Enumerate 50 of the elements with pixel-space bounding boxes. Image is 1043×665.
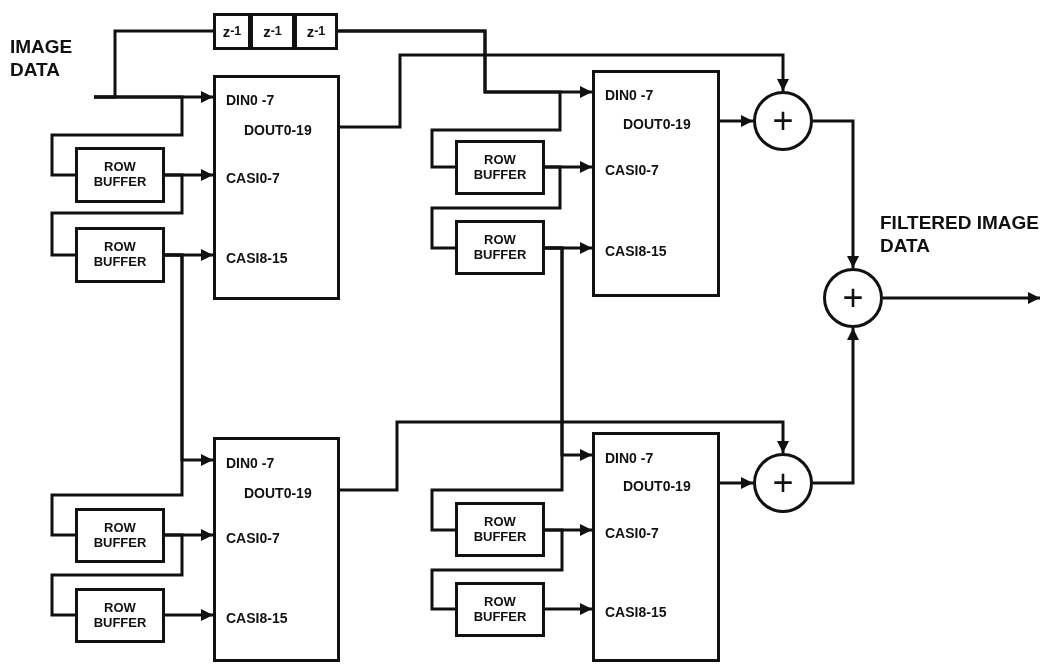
signal-label: FILTERED IMAGE DATA <box>880 212 1040 258</box>
arrow <box>813 328 859 485</box>
pin-label: CASI0-7 <box>226 530 280 546</box>
pin-label: DIN0 -7 <box>226 455 275 471</box>
adder-circle: + <box>823 268 883 328</box>
row-buffer-box: ROW BUFFER <box>75 508 165 563</box>
pin-label: CASI0-7 <box>605 162 659 178</box>
row-buffer-box: ROW BUFFER <box>455 140 545 195</box>
signal-label: IMAGE DATA <box>10 36 74 82</box>
filter-chip-block <box>592 70 720 297</box>
pin-label: CASI0-7 <box>605 525 659 541</box>
arrow <box>545 603 592 615</box>
row-buffer-box: ROW BUFFER <box>75 227 165 283</box>
filter-chip-block <box>592 432 720 662</box>
pin-label: DIN0 -7 <box>605 87 654 103</box>
row-buffer-box: ROW BUFFER <box>455 582 545 637</box>
pin-label: CASI0-7 <box>226 170 280 186</box>
pin-label: DIN0 -7 <box>605 450 654 466</box>
connector-line <box>50 533 184 617</box>
filter-chip-block <box>213 75 340 300</box>
connector-line <box>430 165 562 250</box>
row-buffer-box: ROW BUFFER <box>455 220 545 275</box>
adder-circle: + <box>753 91 813 151</box>
pin-label: DOUT0-19 <box>623 478 691 494</box>
row-buffer-box: ROW BUFFER <box>455 502 545 557</box>
connector-line <box>338 29 562 169</box>
filter-chip-block <box>213 437 340 662</box>
connector-line <box>50 173 184 257</box>
pin-label: DIN0 -7 <box>226 92 275 108</box>
arrow <box>165 609 213 621</box>
connector-line <box>430 528 564 611</box>
arrow <box>883 292 1040 304</box>
connector-line <box>50 95 184 177</box>
adder-circle: + <box>753 453 813 513</box>
arrow <box>813 119 859 268</box>
connector-line <box>430 246 564 532</box>
connector-line <box>50 253 184 537</box>
arrow <box>720 115 753 127</box>
pin-label: CASI8-15 <box>226 610 288 626</box>
row-buffer-box: ROW BUFFER <box>75 147 165 203</box>
pin-label: DOUT0-19 <box>244 122 312 138</box>
row-buffer-box: ROW BUFFER <box>75 588 165 643</box>
arrow <box>340 420 789 492</box>
pin-label: CASI8-15 <box>605 243 667 259</box>
arrow <box>720 477 753 489</box>
pin-label: DOUT0-19 <box>623 116 691 132</box>
pin-label: CASI8-15 <box>226 250 288 266</box>
pin-label: CASI8-15 <box>605 604 667 620</box>
arrow <box>340 53 789 129</box>
pin-label: DOUT0-19 <box>244 485 312 501</box>
